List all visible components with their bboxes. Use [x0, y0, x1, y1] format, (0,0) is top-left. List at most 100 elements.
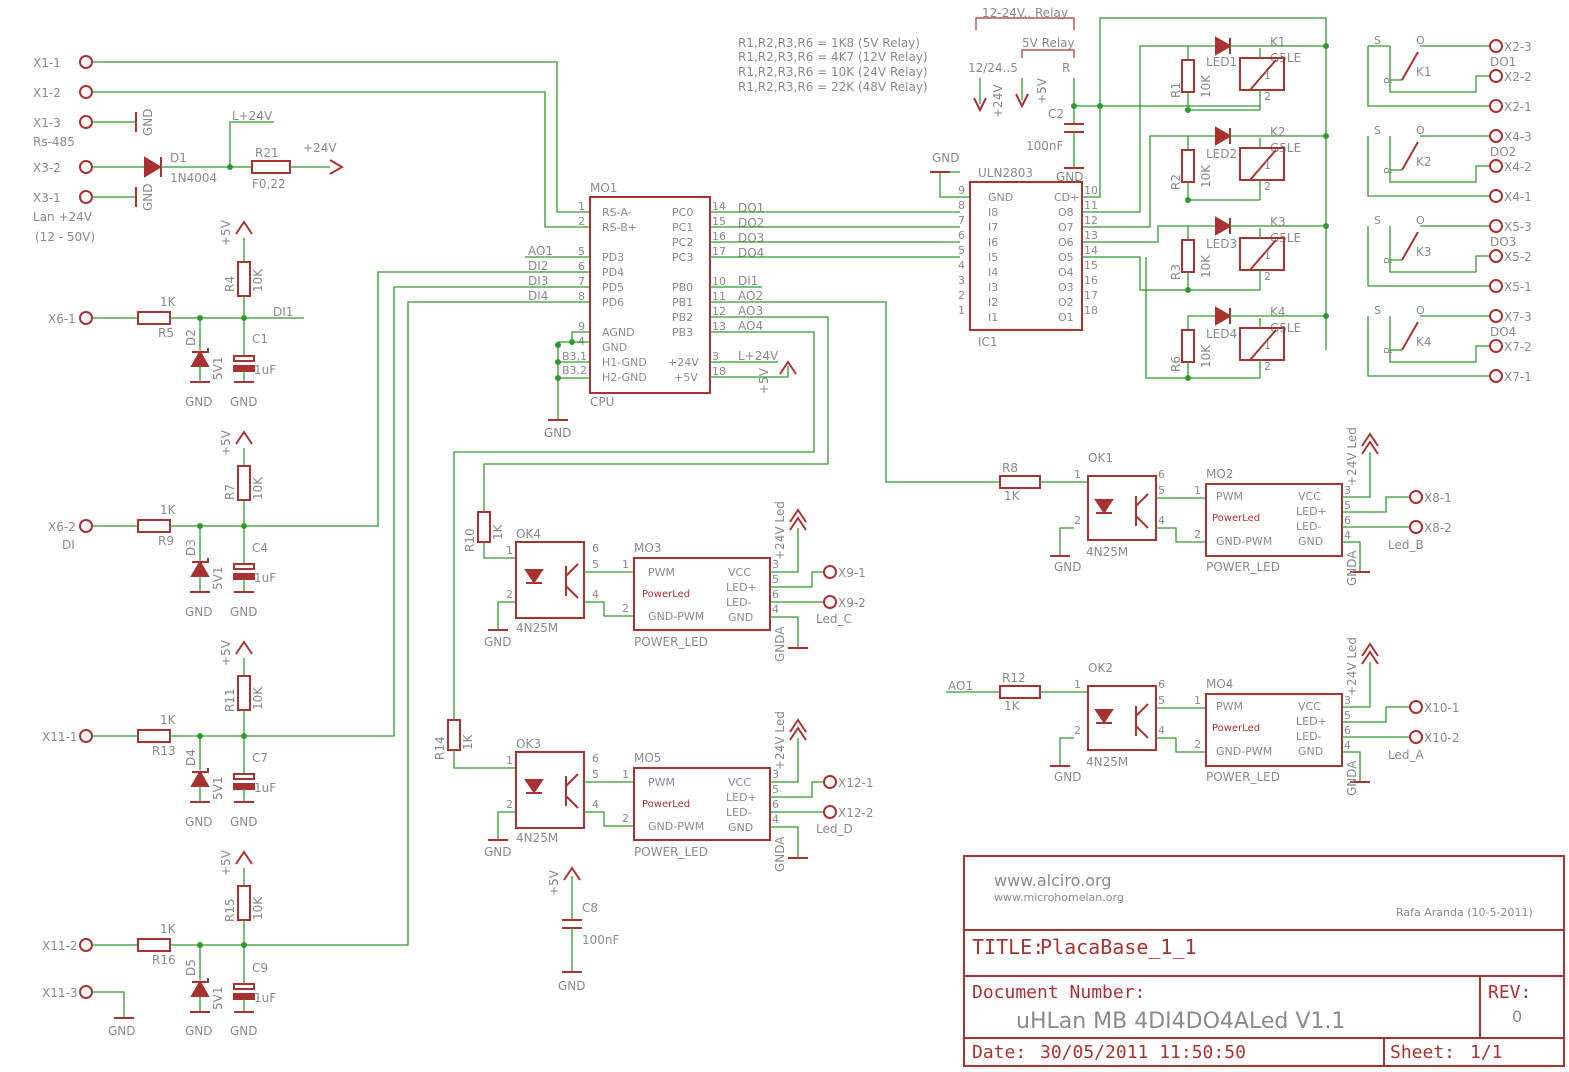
svg-text:3: 3	[712, 350, 719, 363]
svg-text:X2-2: X2-2	[1504, 70, 1532, 84]
svg-text:PowerLed: PowerLed	[642, 589, 690, 600]
svg-text:GND-PWM: GND-PWM	[648, 610, 704, 623]
svg-text:+24V Led: +24V Led	[1345, 637, 1359, 696]
svg-text:X5-3: X5-3	[1504, 220, 1532, 234]
svg-text:R5: R5	[158, 326, 174, 340]
svg-text:1: 1	[1264, 69, 1271, 82]
svg-text:GND: GND	[558, 979, 586, 993]
svg-text:S: S	[1374, 34, 1381, 47]
svg-text:AO4: AO4	[738, 319, 763, 333]
svg-text:PC1: PC1	[672, 221, 693, 234]
svg-text:OK2: OK2	[1088, 661, 1113, 675]
svg-text:5: 5	[592, 768, 599, 781]
svg-text:17: 17	[712, 245, 726, 258]
svg-text:R7: R7	[223, 484, 237, 500]
svg-text:C2: C2	[1048, 107, 1064, 121]
svg-text:VCC: VCC	[728, 776, 751, 789]
svg-text:4: 4	[772, 813, 779, 826]
relay-channels: LED1 K1 G5LE R1 10K 1 2 LED2 K2 G5LE R2 …	[1082, 35, 1329, 381]
led-driver-c: R10 1K OK4 4N25M 1 2 6 5 4 GND MO3 POWER…	[463, 501, 866, 662]
svg-text:5V1: 5V1	[211, 987, 225, 1010]
svg-text:10K: 10K	[1199, 164, 1213, 188]
svg-text:16: 16	[1084, 274, 1098, 287]
svg-text:X2-1: X2-1	[1504, 100, 1532, 114]
svg-text:K2: K2	[1416, 155, 1432, 169]
svg-text:R: R	[1062, 61, 1070, 75]
svg-text:X8-1: X8-1	[1424, 491, 1452, 505]
svg-text:4: 4	[1344, 529, 1351, 542]
svg-text:+24V: +24V	[991, 84, 1005, 118]
svg-text:PC0: PC0	[672, 206, 693, 219]
svg-text:R8: R8	[1002, 461, 1018, 475]
svg-text:O: O	[1416, 34, 1425, 47]
svg-text:6: 6	[1158, 468, 1165, 481]
svg-text:5: 5	[958, 244, 965, 257]
svg-text:H2-GND: H2-GND	[602, 371, 647, 384]
svg-text:R1,R2,R3,R6 = 10K (24V Relay): R1,R2,R3,R6 = 10K (24V Relay)	[738, 65, 928, 79]
svg-text:R1,R2,R3,R6 = 22K (48V Relay): R1,R2,R3,R6 = 22K (48V Relay)	[738, 80, 928, 94]
svg-text:GND: GND	[230, 1024, 258, 1038]
svg-text:RS-B+: RS-B+	[602, 221, 637, 234]
svg-text:+5V: +5V	[219, 639, 233, 666]
svg-text:PD4: PD4	[602, 266, 624, 279]
svg-text:G5LE: G5LE	[1270, 321, 1301, 335]
svg-text:POWER_LED: POWER_LED	[1206, 560, 1280, 574]
svg-text:X12-2: X12-2	[838, 806, 873, 820]
svg-text:9: 9	[578, 320, 585, 333]
svg-text:2: 2	[1074, 724, 1081, 737]
svg-text:P: P	[1382, 257, 1395, 264]
svg-text:S: S	[1374, 214, 1381, 227]
svg-text:CD+: CD+	[1054, 191, 1079, 204]
svg-text:1: 1	[1194, 484, 1201, 497]
svg-text:+5V: +5V	[674, 371, 698, 384]
svg-text:GND-PWM: GND-PWM	[1216, 535, 1272, 548]
svg-text:3: 3	[1344, 694, 1351, 707]
svg-text:11: 11	[1084, 199, 1098, 212]
svg-text:+24V Led: +24V Led	[773, 711, 787, 770]
site-main: www.alciro.org	[994, 871, 1111, 890]
di-block-4: X11-2 1K R16 D5 5V1 GND +5V R15 10K C9 1…	[42, 301, 590, 1038]
svg-text:10K: 10K	[1199, 74, 1213, 98]
svg-text:Led_D: Led_D	[816, 822, 853, 836]
svg-text:15: 15	[1084, 259, 1098, 272]
svg-text:GND: GND	[185, 1024, 213, 1038]
svg-text:O2: O2	[1058, 296, 1074, 309]
svg-text:1K: 1K	[461, 733, 475, 750]
svg-text:DO3: DO3	[1490, 235, 1516, 249]
svg-text:1K: 1K	[160, 922, 177, 936]
svg-text:GND: GND	[141, 183, 155, 211]
svg-text:O: O	[1416, 304, 1425, 317]
svg-text:PWM: PWM	[1216, 490, 1243, 503]
svg-text:MO4: MO4	[1206, 677, 1233, 691]
svg-text:8: 8	[578, 290, 585, 303]
svg-text:PC2: PC2	[672, 236, 693, 249]
svg-text:R1,R2,R3,R6 = 4K7 (12V Relay): R1,R2,R3,R6 = 4K7 (12V Relay)	[738, 50, 928, 64]
svg-text:X4-3: X4-3	[1504, 130, 1532, 144]
svg-text:I2: I2	[988, 296, 998, 309]
svg-text:17: 17	[1084, 289, 1098, 302]
svg-text:1K: 1K	[160, 713, 177, 727]
svg-text:2: 2	[506, 588, 513, 601]
svg-text:C8: C8	[582, 901, 598, 915]
svg-text:6: 6	[578, 260, 585, 273]
svg-text:+5V: +5V	[547, 869, 561, 896]
svg-text:AGND: AGND	[602, 326, 635, 339]
svg-text:5: 5	[1344, 499, 1351, 512]
svg-text:PB0: PB0	[672, 281, 693, 294]
svg-text:4: 4	[592, 798, 599, 811]
svg-text:C7: C7	[252, 751, 268, 765]
svg-text:DI4: DI4	[528, 289, 548, 303]
svg-text:I6: I6	[988, 236, 998, 249]
svg-text:2: 2	[1264, 270, 1271, 283]
svg-text:PB3: PB3	[672, 326, 693, 339]
svg-text:VCC: VCC	[1298, 700, 1321, 713]
svg-text:DI1: DI1	[738, 274, 758, 288]
svg-text:O1: O1	[1058, 311, 1074, 324]
svg-text:O3: O3	[1058, 281, 1074, 294]
svg-text:1: 1	[506, 754, 513, 767]
svg-text:X4-1: X4-1	[1504, 190, 1532, 204]
svg-text:4N25M: 4N25M	[516, 621, 558, 635]
svg-text:LED-: LED-	[1296, 730, 1322, 743]
svg-text:R4: R4	[223, 276, 237, 292]
svg-text:GNDA: GNDA	[1345, 550, 1359, 586]
